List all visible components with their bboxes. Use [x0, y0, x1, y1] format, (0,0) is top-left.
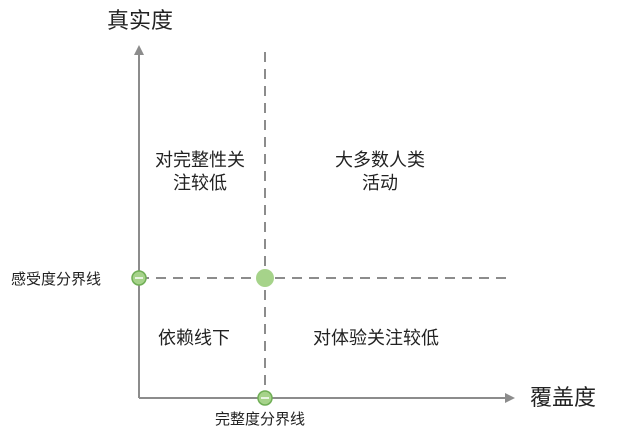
quadrant-top-right-line-2: 活动	[362, 172, 398, 194]
quadrant-top-left-label: 对完整性关 注较低	[150, 150, 250, 195]
x-axis-title: 覆盖度	[530, 386, 597, 411]
horizontal-divider-label: 感受度分界线	[11, 270, 102, 288]
quadrant-bottom-left-label: 依赖线下	[158, 328, 230, 349]
quadrant-bottom-right-label: 对体验关注较低	[313, 328, 439, 349]
intersection-marker	[256, 269, 274, 287]
quadrant-top-left-line-2: 注较低	[173, 172, 227, 194]
quadrant-top-left-line-1: 对完整性关	[155, 150, 245, 171]
quadrant-top-right-line-1: 大多数人类	[335, 150, 425, 171]
quadrant-top-right-label: 大多数人类 活动	[330, 150, 430, 195]
vertical-divider-label: 完整度分界线	[215, 410, 306, 428]
y-axis-title: 真实度	[107, 9, 174, 34]
